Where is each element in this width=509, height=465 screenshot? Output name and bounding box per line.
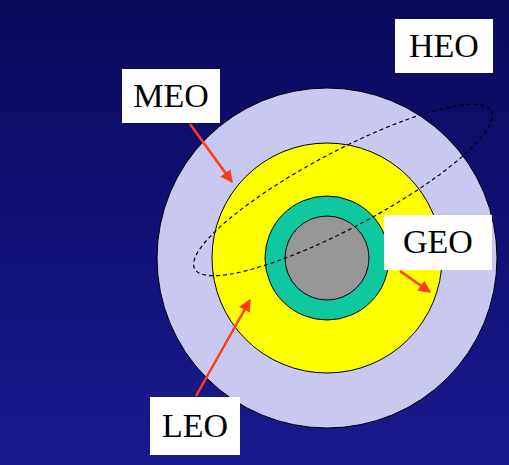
orbit-name: LEO [162,409,228,443]
meo-pointer [190,124,232,182]
geo-region [157,88,497,428]
geo-pointer [400,271,430,292]
leo-pointer [196,300,250,396]
leo-region [265,196,389,320]
earth [285,216,369,300]
orbit-name: HEO [409,29,479,63]
orbit-label-box: LEO [150,397,240,455]
orbit-label-box: MEO [122,69,220,123]
orbit-name: MEO [133,79,209,113]
heo-orbit [177,78,509,303]
orbit-label-box: HEO [395,19,493,73]
orbit-name: GEO [403,225,473,259]
orbit-label-box: GEO [384,215,492,270]
